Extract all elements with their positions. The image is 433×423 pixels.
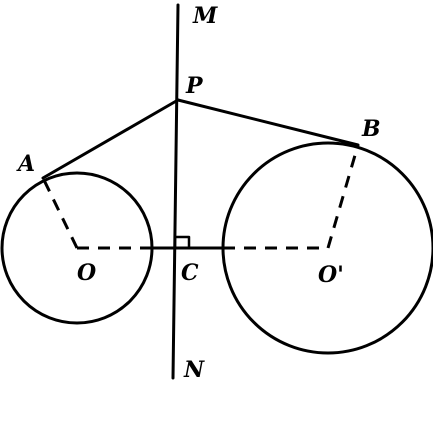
label-o: O — [77, 260, 96, 286]
tangent-pa — [41, 98, 180, 180]
label-a: A — [16, 151, 35, 177]
label-b: B — [361, 116, 381, 142]
dashed-radius-o-prime-b — [326, 144, 360, 249]
tangent-pb — [176, 98, 360, 147]
right-angle-marker — [173, 235, 191, 250]
label-m: M — [192, 3, 218, 29]
label-c: C — [181, 260, 199, 286]
label-n: N — [183, 357, 205, 383]
line-mn — [171, 3, 180, 380]
label-o-prime: O' — [318, 262, 344, 288]
label-p: P — [185, 73, 204, 99]
dashed-radius-oa — [41, 177, 79, 249]
